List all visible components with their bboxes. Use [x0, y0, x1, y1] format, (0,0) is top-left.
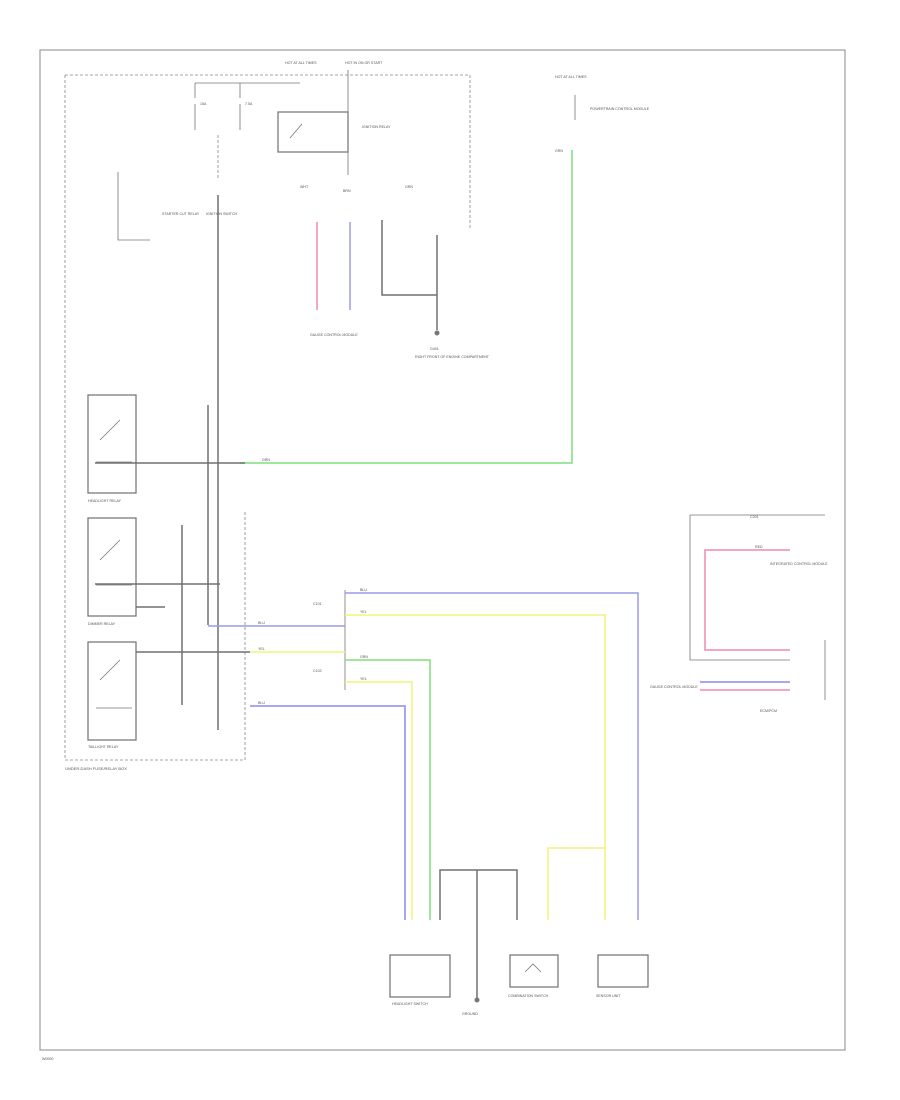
yellow-wire-label-b: YEL	[360, 610, 367, 614]
left-bracket	[117, 172, 150, 241]
fuse-top-left-label: HOT AT ALL TIMES	[285, 61, 317, 65]
left-box-enclosure	[64, 74, 471, 761]
component-4-label: SENSOR UNIT	[596, 994, 621, 998]
left-box-desc: UNDER-DASH FUSE/RELAY BOX	[65, 766, 127, 771]
diagram-id: W0000	[42, 1057, 53, 1061]
connector-b-label: C102	[313, 669, 322, 673]
component-4-box	[597, 954, 649, 988]
component-1-label: HEADLIGHT SWITCH	[392, 1002, 428, 1006]
blue-wire-bottom	[250, 705, 406, 920]
component-3-label: COMBINATION SWITCH	[508, 994, 549, 998]
green-wire-main	[240, 150, 573, 464]
green-wire-label-top: GRN	[555, 149, 563, 153]
blue-wire-label-a: BLU	[258, 621, 265, 625]
blue-wire-label-b: BLU	[360, 588, 367, 592]
ground-top-label: G401	[430, 347, 439, 351]
green-wire-label-b: GRN	[360, 655, 368, 659]
fuse-top-mid-label: HOT IN ON OR START	[345, 61, 383, 65]
relay-2-label: DIMMER RELAY	[88, 622, 116, 626]
relay-1-switch	[96, 419, 132, 463]
fuse-top-right-label: HOT AT ALL TIMES	[555, 75, 587, 79]
relay-3-label: TAILLIGHT RELAY	[88, 745, 119, 749]
blue-wire-label-c: BLU	[258, 701, 265, 705]
red-wire-right-module	[704, 549, 790, 651]
yellow-wire-label-a: YEL	[258, 647, 265, 651]
ground-top-point	[434, 330, 440, 336]
component-3-symbol	[524, 963, 542, 973]
right-module-gcm-label: GAUGE CONTROL MODULE	[650, 685, 698, 689]
wire-top-3-label: GRN	[405, 185, 413, 189]
diagram-border	[39, 49, 846, 1051]
ground-bottom-point	[474, 997, 480, 1003]
wire-top-2-label: BRN	[343, 189, 351, 193]
component-1-box	[389, 954, 451, 998]
relay-2-wire	[95, 583, 220, 608]
yellow-wire-branch	[547, 847, 605, 920]
ignition-relay-label: IGNITION RELAY	[362, 125, 391, 129]
green-wire-label-mid: GRN	[262, 458, 270, 462]
black-wire-bottom-loop	[439, 869, 518, 1000]
right-module-ecm-label: ECM/PCM	[760, 709, 777, 713]
right-module-outline	[689, 514, 826, 700]
right-module-desc: INTEGRATED CONTROL MODULE	[770, 562, 828, 566]
gcm-label: GAUGE CONTROL MODULE	[310, 333, 358, 337]
relay-1-label: HEADLIGHT RELAY	[88, 499, 122, 503]
relay-3-switch	[96, 659, 132, 709]
yellow-wire-down	[345, 681, 413, 920]
red-wire-label: RED	[755, 545, 763, 549]
ignition-relay-switch	[289, 123, 303, 139]
relay-1-box	[87, 394, 137, 494]
yellow-wire-right	[345, 614, 606, 920]
relay-2-box	[87, 517, 137, 617]
relay-2-switch	[96, 539, 132, 586]
blue-wire-right	[345, 592, 639, 920]
component-3-box	[509, 954, 559, 988]
unit-right-label: IGNITION SWITCH	[206, 212, 238, 216]
relay-3-box	[87, 641, 137, 741]
wire-top-1-label: WHT	[300, 185, 309, 189]
fuse-1-label: 15A	[200, 102, 207, 106]
component-2-label: GROUND	[462, 1012, 478, 1016]
connector-a-label: C101	[313, 602, 322, 606]
ecm-desc-top: POWERTRAIN CONTROL MODULE	[590, 107, 650, 111]
fuse-2-label: 7.5A	[245, 102, 253, 106]
yellow-wire-label-c: YEL	[360, 677, 367, 681]
unit-left-label: STARTER CUT RELAY	[162, 212, 200, 216]
right-module-top-label: C201	[750, 515, 759, 519]
ground-top-desc: RIGHT FRONT OF ENGINE COMPARTMENT	[415, 355, 490, 359]
black-wire-ground-a	[381, 220, 437, 296]
ignition-relay-box	[277, 111, 349, 153]
green-wire-down	[345, 659, 431, 920]
